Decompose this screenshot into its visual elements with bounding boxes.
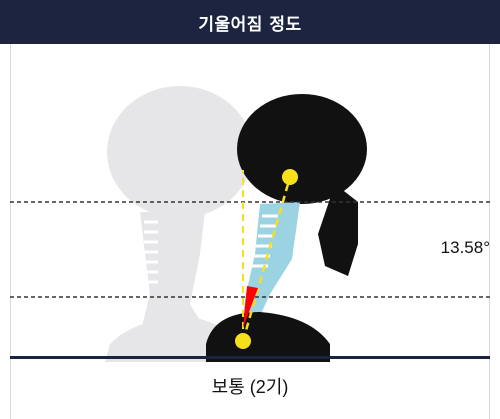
left-frame-line (10, 44, 11, 419)
ghost-head (107, 86, 253, 218)
ghost-spine-ticks (144, 220, 158, 284)
head-shape (237, 94, 367, 204)
right-frame-line (489, 44, 490, 419)
posture-illustration (10, 86, 490, 362)
angle-readout: 13.58° (440, 238, 490, 257)
angle-triangle-icon (243, 286, 258, 328)
page-title: 기울어짐 정도 (198, 14, 302, 35)
shoulder-marker (235, 333, 251, 349)
result-status: 보통 (2기) (211, 377, 289, 397)
shoulder-shape (206, 312, 330, 362)
page-header: 기울어짐 정도 (0, 0, 500, 44)
ghost-neck (140, 212, 205, 344)
forward-head-silhouette (206, 94, 367, 362)
head-marker (282, 169, 298, 185)
jaw-shape (318, 184, 358, 276)
tilt-line (241, 176, 292, 342)
baseline-divider (10, 356, 490, 359)
